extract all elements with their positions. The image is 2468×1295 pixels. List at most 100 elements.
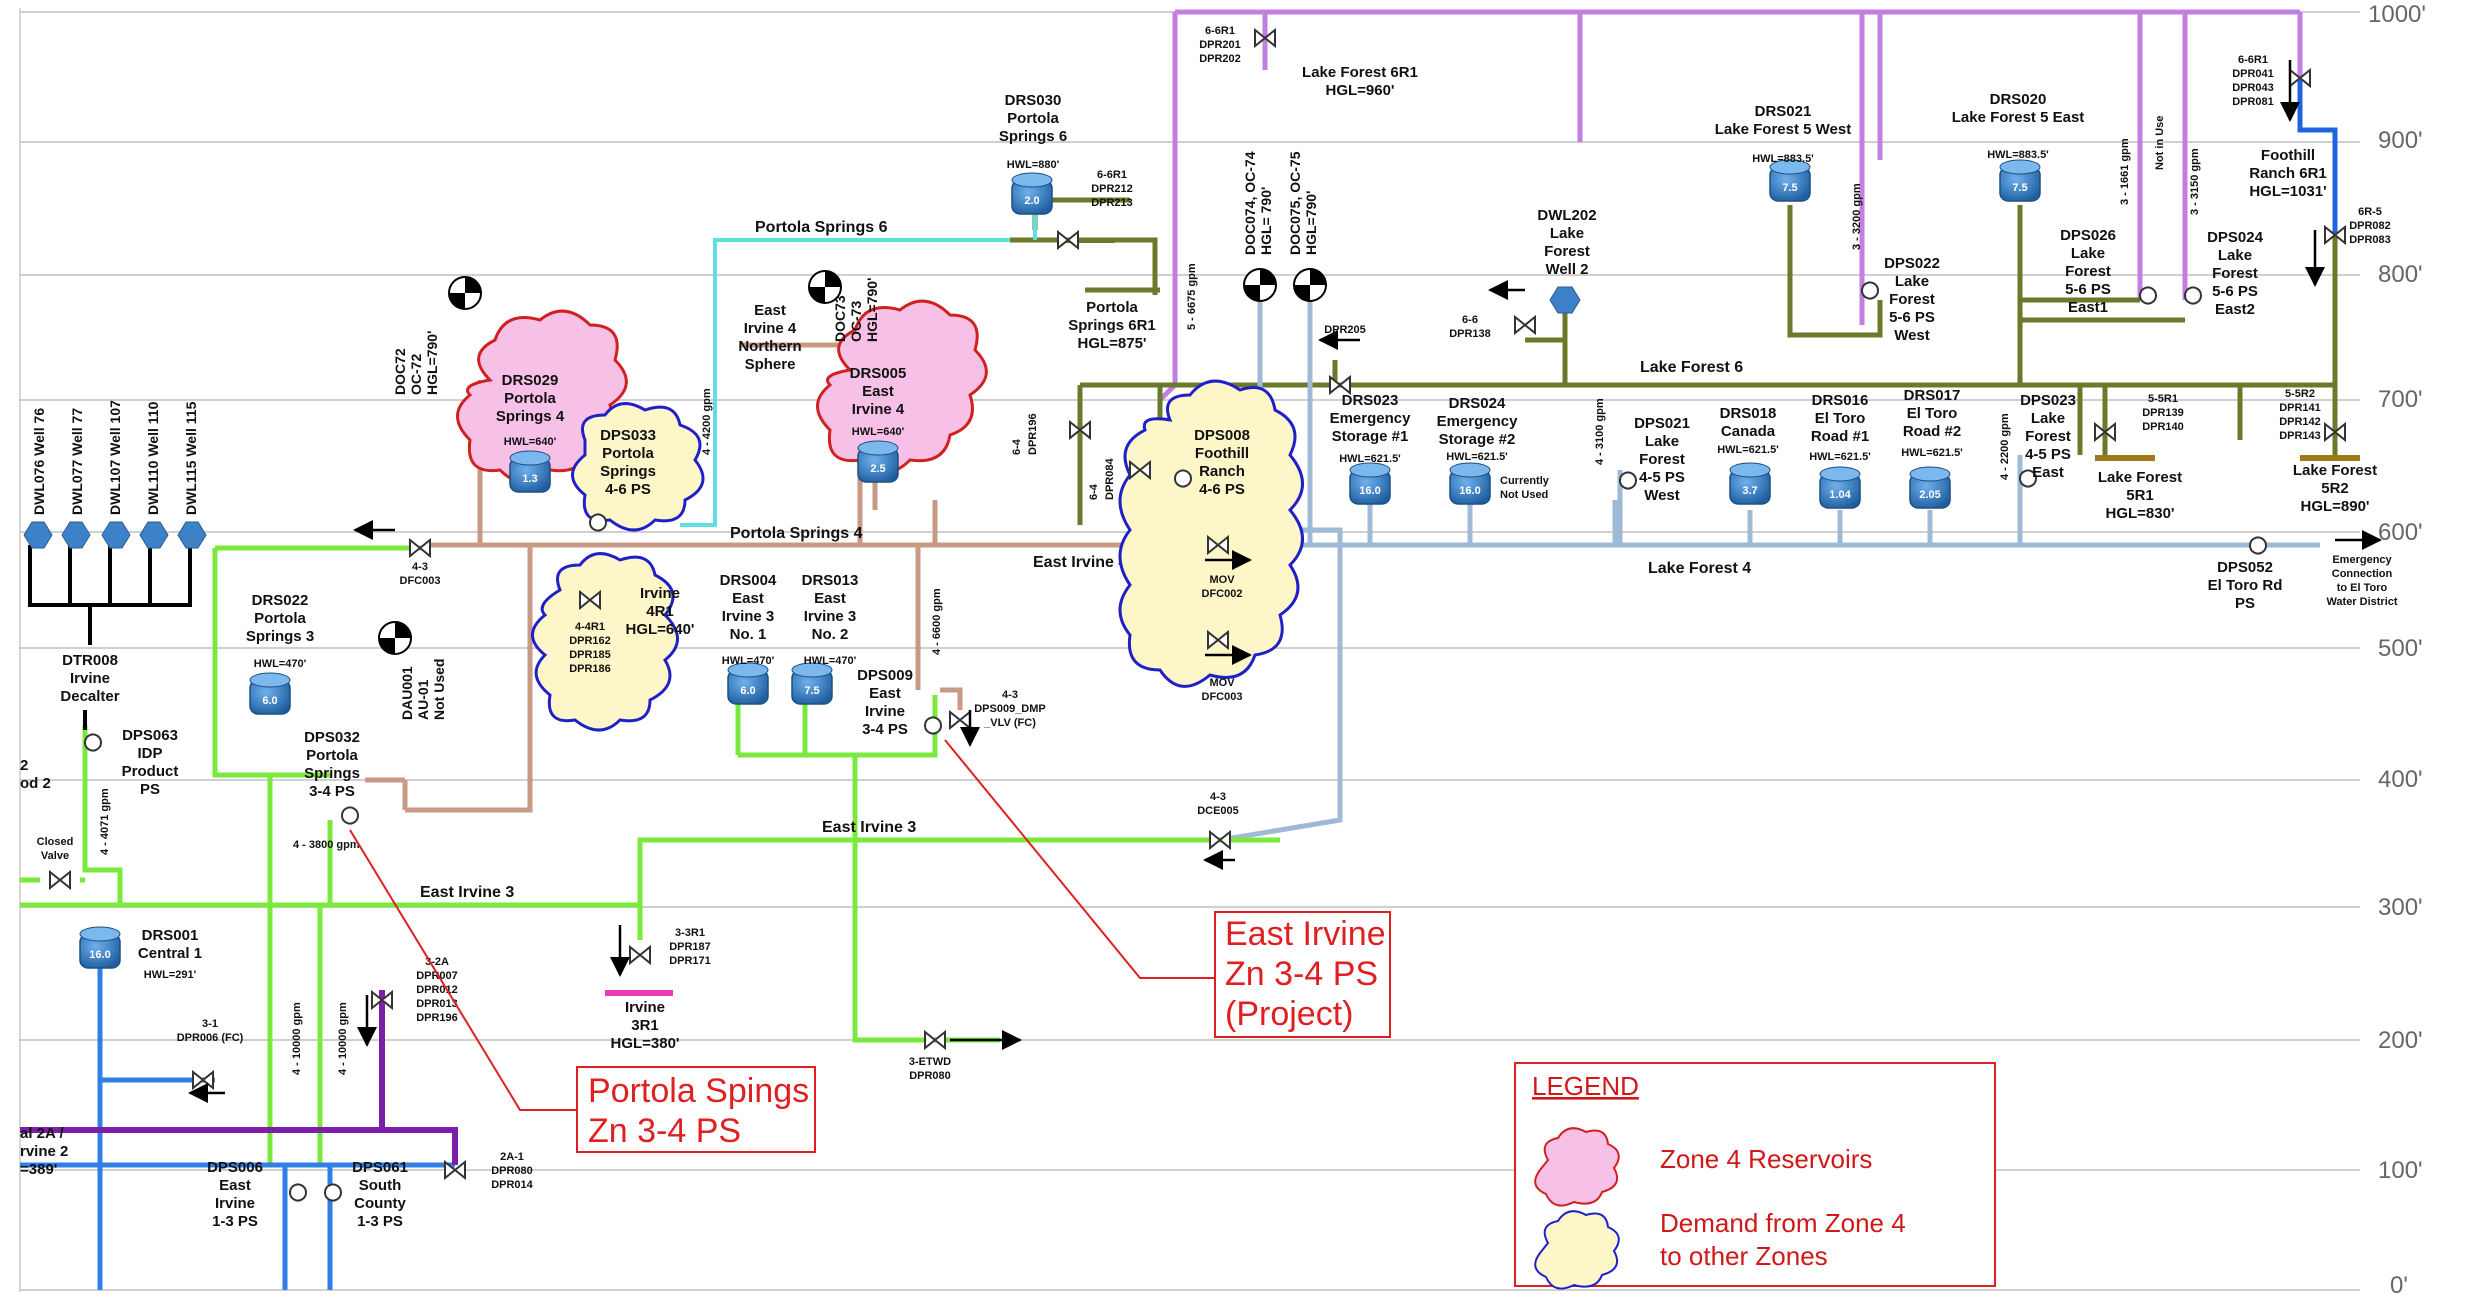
label-line: DOC075, OC-75 — [1287, 151, 1303, 255]
label-line: Closed — [37, 836, 74, 848]
zone3-green-pipes — [20, 545, 1280, 1168]
f6-rotated-label: 3 - 3150 gpm — [2189, 148, 2201, 215]
doc75-rotated-label: DOC075, OC-75HGL=790' — [1287, 151, 1319, 255]
label-line: DRS017 — [1904, 387, 1961, 404]
label-line: Road #2 — [1903, 423, 1961, 440]
lake-forest-5r2-stub — [2300, 455, 2360, 461]
label-line: Foothill — [2261, 147, 2315, 164]
label-line: DRS029 — [502, 372, 559, 389]
label-line: Connection — [2332, 568, 2393, 580]
reservoir-volume: 1.3 — [522, 473, 537, 485]
line-label-east-irvine-3-upper: East Irvine 3 — [822, 819, 916, 836]
reservoir-drs004: 6.0 — [727, 662, 769, 705]
label-line: Springs — [304, 765, 360, 782]
label-line: Forest — [2065, 263, 2111, 280]
pump-symbols — [84, 281, 2267, 1202]
well-label: DWL077 Well 77 — [69, 408, 85, 515]
label-line: DPR082 — [2349, 220, 2391, 232]
drs022-hwl-label: HWL=470' — [254, 658, 307, 670]
label-line: 3-4 PS — [309, 783, 355, 800]
label-line: Lake — [2031, 410, 2065, 427]
elevation-label: 600' — [2378, 519, 2423, 546]
label-line: Portola — [306, 747, 358, 764]
label-line: DAU001 — [399, 666, 415, 720]
label-line: DPS033 — [600, 427, 656, 444]
line-label-lake-forest-4: Lake Forest 4 — [1648, 560, 1751, 577]
label-line: DFC003 — [400, 575, 441, 587]
irvine-3r1-stub — [605, 990, 673, 996]
label-line: East2 — [2215, 301, 2255, 318]
label-line: DOC074, OC-74 — [1242, 151, 1258, 255]
label-line: DRS013 — [802, 572, 859, 589]
well-label: DWL110 Well 110 — [145, 401, 161, 515]
label-line: _VLV (FC) — [983, 717, 1036, 729]
label-line: Northern — [738, 338, 801, 355]
lake-forest-4-pipes — [1219, 290, 2320, 843]
label-line: DPR081 — [2232, 96, 2274, 108]
label-line: DPS063 — [122, 727, 178, 744]
reservoir-drs022: 6.0 — [249, 672, 291, 715]
label-line: Decalter — [60, 688, 119, 705]
doc72-rotated-label: DOC72OC-72HGL=790' — [392, 331, 440, 395]
label-line: DPS006 — [207, 1159, 263, 1176]
label-line: =389' — [20, 1161, 57, 1178]
label-line: al 2A / — [20, 1125, 64, 1142]
label-line: 4R1 — [646, 603, 674, 620]
label-line: DPS032 — [304, 729, 360, 746]
label-line: HWL=470' — [722, 655, 775, 667]
label-line: HWL=621.5' — [1446, 451, 1508, 463]
label-line: Valve — [41, 850, 69, 862]
reservoir-drs016: 1.04 — [1819, 466, 1861, 509]
elevation-label: 200' — [2378, 1027, 2423, 1054]
reservoir-drs021: 7.5 — [1769, 159, 1811, 202]
label-line: 4-6 PS — [1199, 481, 1245, 498]
label-line: DPS022 — [1884, 255, 1940, 272]
label-line: West — [1894, 327, 1930, 344]
f3-rotated-label: 3 - 3200 gpm — [1851, 183, 1863, 250]
label-line: Lake — [2218, 247, 2252, 264]
label-line: DPR140 — [2142, 421, 2184, 433]
zone4-cloud-icon — [1534, 1127, 1620, 1207]
reservoir-drs017: 2.05 — [1909, 466, 1951, 509]
legend-title: LEGEND — [1532, 1071, 1639, 1101]
label-line: rvine 2 — [20, 1143, 68, 1160]
label-line: 6-6R1 — [1097, 169, 1127, 181]
label-line: DPR139 — [2142, 407, 2184, 419]
label-line: DPR186 — [569, 663, 611, 675]
label-line: 5-6 PS — [1889, 309, 1935, 326]
label-line: Portola — [1007, 110, 1059, 127]
elevation-label: 800' — [2378, 261, 2423, 288]
label-line: 2A-1 — [500, 1151, 524, 1163]
elevation-label: 0' — [2390, 1272, 2408, 1295]
label-line: Irvine — [70, 670, 110, 687]
label-line: East — [219, 1177, 251, 1194]
label-line: Not Used — [1500, 489, 1548, 501]
well-labels: DWL076 Well 76 DWL077 Well 77 DWL107 Wel… — [31, 400, 199, 515]
label-line: Portola — [602, 445, 654, 462]
label-line: DCE005 — [1197, 805, 1239, 817]
callout-line: East Irvine — [1225, 915, 1386, 953]
label-line: Lake Forest — [2098, 469, 2182, 486]
label-line: DPR080 — [491, 1165, 533, 1177]
label-line: 4-4R1 — [575, 621, 605, 633]
label-line: 3-4 PS — [862, 721, 908, 738]
lake-forest-5r1-stub — [2095, 455, 2155, 461]
central2a-frag-label: al 2A /rvine 2=389' — [20, 1125, 68, 1178]
label-line: Lake Forest 5 West — [1715, 121, 1851, 138]
label-line: DWL202 — [1537, 207, 1596, 224]
label-line: County — [354, 1195, 406, 1212]
label-line: 6-6R1 — [1205, 25, 1235, 37]
label-line: West — [1644, 487, 1680, 504]
